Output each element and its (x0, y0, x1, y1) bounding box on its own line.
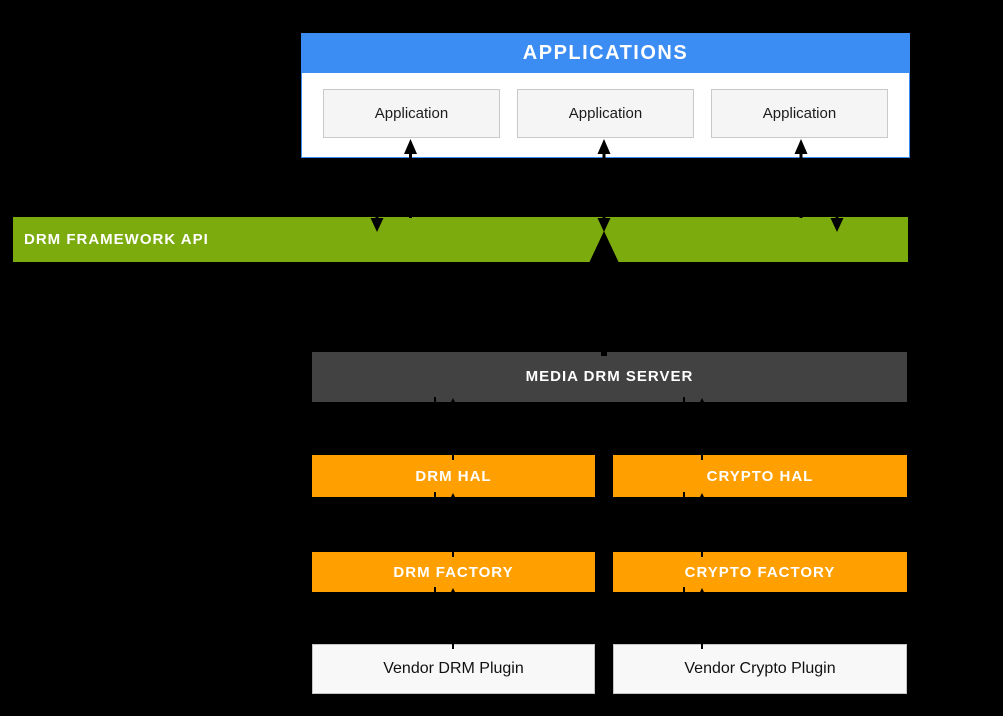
applications-container: APPLICATIONS Application Application App… (301, 33, 910, 158)
drm-framework-api-bar: DRM FRAMEWORK API (13, 217, 908, 262)
vendor-drm-plugin-box: Vendor DRM Plugin (312, 644, 595, 694)
application-box-2: Application (517, 89, 694, 138)
application-box-1: Application (323, 89, 500, 138)
application-box-3: Application (711, 89, 888, 138)
applications-header: APPLICATIONS (302, 34, 909, 73)
arrow-pair-server-drmhal-icon (431, 397, 457, 460)
arrow-pair-cryptofactory-vendorcrypto-icon (680, 587, 706, 649)
arrow-pair-server-cryptohal-icon (680, 397, 706, 460)
media-drm-server-bar: MEDIA DRM SERVER (312, 352, 907, 402)
drm-hal-bar: DRM HAL (312, 455, 595, 497)
applications-body: Application Application Application (302, 73, 909, 157)
drm-factory-bar: DRM FACTORY (312, 552, 595, 592)
arrow-pair-cryptohal-cryptofactory-icon (680, 492, 706, 557)
vendor-crypto-plugin-box: Vendor Crypto Plugin (613, 644, 907, 694)
arrow-pair-drmfactory-vendordrm-icon (431, 587, 457, 649)
crypto-factory-bar: CRYPTO FACTORY (613, 552, 907, 592)
arrow-pair-drmhal-drmfactory-icon (431, 492, 457, 557)
crypto-hal-bar: CRYPTO HAL (613, 455, 907, 497)
